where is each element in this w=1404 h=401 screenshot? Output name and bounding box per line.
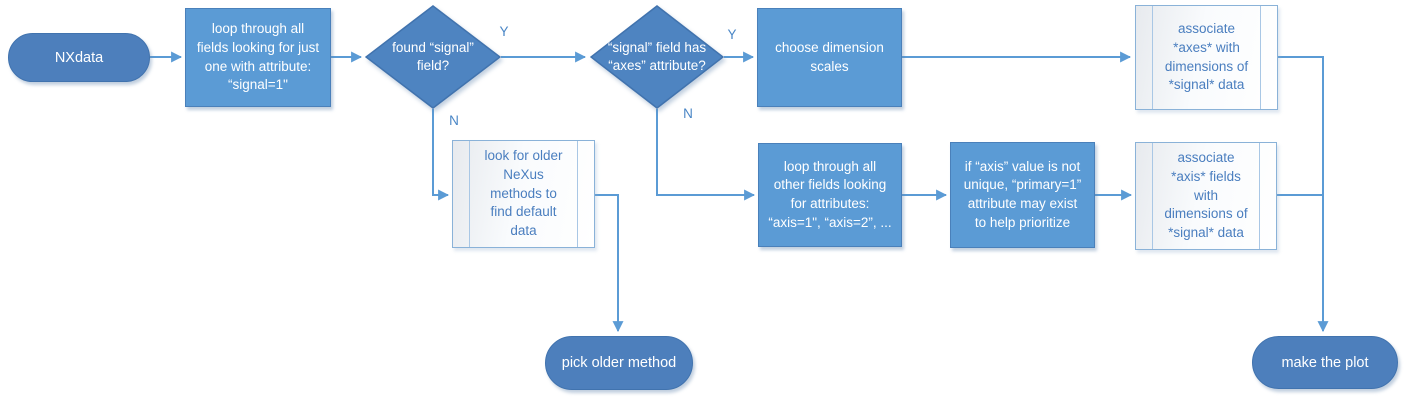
subprocess-look-older-label: look for older NeXus methods to find def… [484,148,563,238]
terminal-make-the-plot: make the plot [1252,336,1398,389]
subprocess-associate-axes: associate *axes* with dimensions of *sig… [1135,5,1278,110]
process-loop-axis-label: loop through all other fields looking fo… [768,158,892,230]
branch-label-yes-has-axes: Y [727,27,737,42]
subprocess-look-older-nexus: look for older NeXus methods to find def… [452,140,595,248]
terminal-make-plot-label: make the plot [1281,354,1369,371]
subprocess-associate-axis-fields: associate *axis* fields with dimensions … [1135,142,1277,250]
edge-assoc-axes-to-make-plot [1278,56,1329,333]
branch-label-yes-found-signal: Y [499,24,509,39]
edge-has-axes-no-to-loop-axis [656,109,756,201]
edge-look-older-to-pick [595,194,624,333]
decision-signal-has-axes-label: “signal” field has “axes” attribute? [607,39,707,73]
terminal-pick-older-label: pick older method [561,355,677,371]
decision-signal-has-axes: “signal” field has “axes” attribute? [590,5,724,109]
process-loop-axis-attributes: loop through all other fields looking fo… [758,143,902,247]
diamond-shape [365,5,501,109]
process-choose-scales-label: choose dimension scales [775,39,884,74]
subprocess-associate-axes-label: associate *axes* with dimensions of *sig… [1164,21,1249,93]
branch-label-no-found-signal: N [449,113,459,128]
decision-found-signal-field: found “signal” field? [365,5,501,109]
process-axis-primary-label: if “axis” value is not unique, “primary=… [963,158,1082,230]
subprocess-associate-axis-label: associate *axis* fields with dimensions … [1164,150,1248,240]
process-loop-signal-label: loop through all fields looking for just… [196,21,320,93]
process-choose-dimension-scales: choose dimension scales [757,8,902,107]
start-node-nxdata: NXdata [8,33,150,82]
decision-found-signal-label: found “signal” field? [392,39,474,73]
diamond-shape [590,5,724,109]
branch-label-no-has-axes: N [683,106,693,121]
process-loop-signal-fields: loop through all fields looking for just… [185,8,331,107]
terminal-pick-older-method: pick older method [545,336,693,390]
process-axis-primary-attribute: if “axis” value is not unique, “primary=… [950,142,1095,248]
start-node-label: NXdata [54,49,104,66]
